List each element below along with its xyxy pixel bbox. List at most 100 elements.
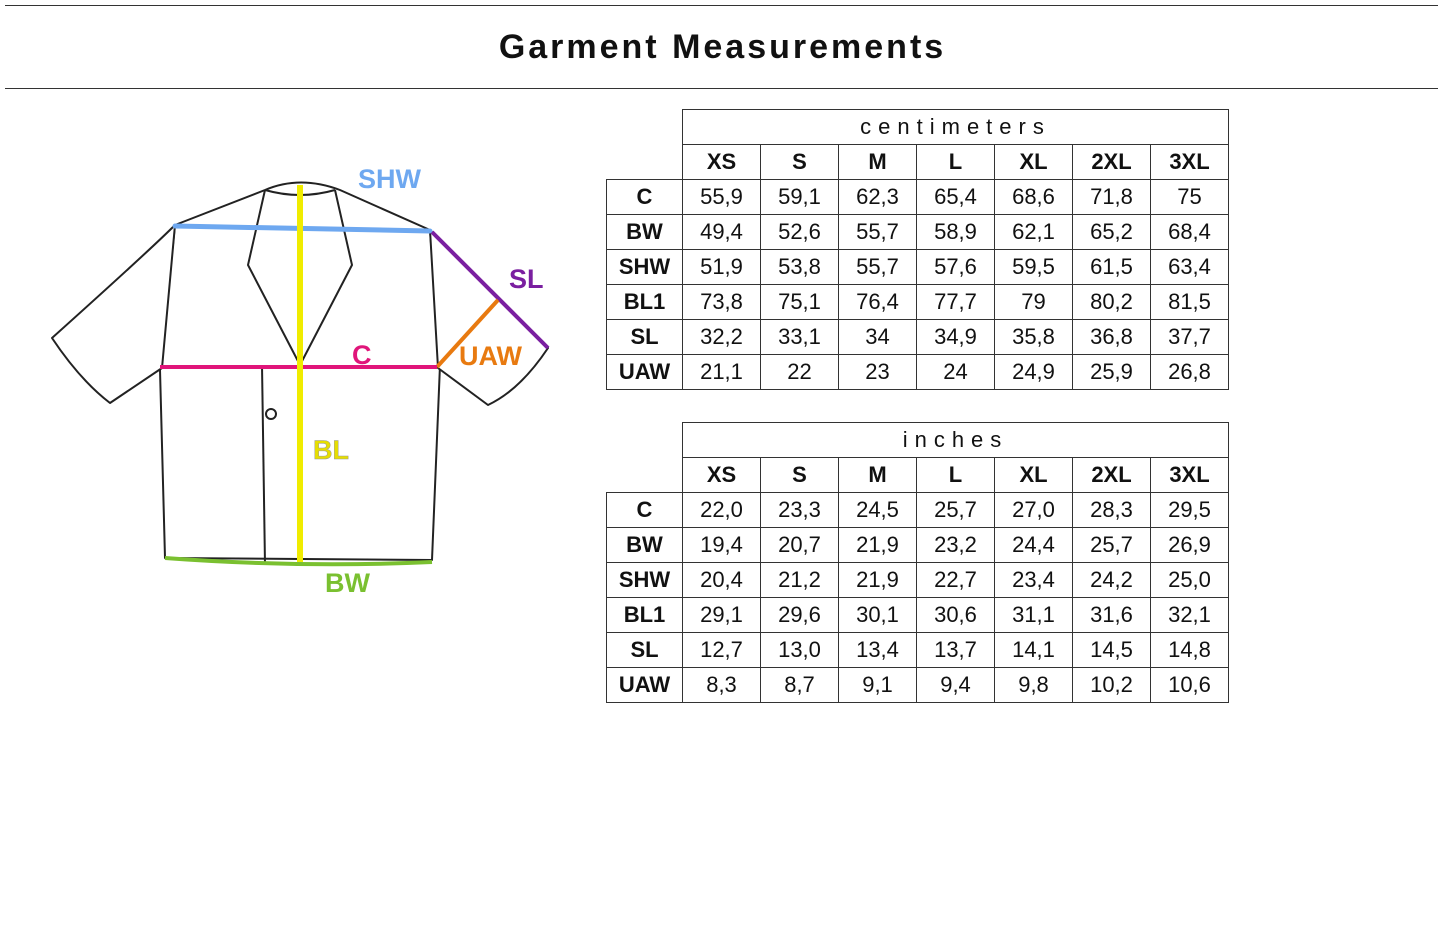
value-cell: 37,7 <box>1150 319 1229 355</box>
value-cell: 30,1 <box>838 597 917 633</box>
value-cell: 52,6 <box>760 214 839 250</box>
value-cell: 29,5 <box>1150 492 1229 528</box>
sl-line <box>430 230 550 350</box>
left-sleeve <box>51 224 176 404</box>
value-cell: 75 <box>1150 179 1229 215</box>
value-cell: 32,2 <box>682 319 761 355</box>
value-cell: 68,4 <box>1150 214 1229 250</box>
row-label: BL1 <box>606 597 683 633</box>
empty-cell <box>607 423 683 458</box>
value-cell: 49,4 <box>682 214 761 250</box>
value-cell: 28,3 <box>1072 492 1151 528</box>
value-cell: 10,2 <box>1072 667 1151 703</box>
value-cell: 55,7 <box>838 214 917 250</box>
value-cell: 24,5 <box>838 492 917 528</box>
value-cell: 30,6 <box>916 597 995 633</box>
value-cell: 26,8 <box>1150 354 1229 390</box>
row-label: C <box>606 492 683 528</box>
value-cell: 21,1 <box>682 354 761 390</box>
value-cell: 9,1 <box>838 667 917 703</box>
size-header: S <box>760 457 839 493</box>
size-header: 3XL <box>1150 144 1229 180</box>
value-cell: 25,0 <box>1150 562 1229 598</box>
value-cell: 31,6 <box>1072 597 1151 633</box>
page-title: Garment Measurements <box>498 28 947 66</box>
value-cell: 34,9 <box>916 319 995 355</box>
empty-cell <box>607 110 683 145</box>
size-header: XS <box>682 457 761 493</box>
value-cell: 23 <box>838 354 917 390</box>
value-cell: 55,7 <box>838 249 917 285</box>
value-cell: 23,4 <box>994 562 1073 598</box>
value-cell: 59,5 <box>994 249 1073 285</box>
value-cell: 21,2 <box>760 562 839 598</box>
value-cell: 10,6 <box>1150 667 1229 703</box>
size-header: 2XL <box>1072 457 1151 493</box>
empty-cell <box>607 458 683 493</box>
size-header: S <box>760 144 839 180</box>
value-cell: 32,1 <box>1150 597 1229 633</box>
size-header: 3XL <box>1150 457 1229 493</box>
value-cell: 25,7 <box>1072 527 1151 563</box>
value-cell: 62,3 <box>838 179 917 215</box>
row-label: SL <box>606 319 683 355</box>
value-cell: 14,1 <box>994 632 1073 668</box>
value-cell: 13,0 <box>760 632 839 668</box>
value-cell: 35,8 <box>994 319 1073 355</box>
value-cell: 24 <box>916 354 995 390</box>
value-cell: 8,3 <box>682 667 761 703</box>
size-header: M <box>838 457 917 493</box>
value-cell: 14,8 <box>1150 632 1229 668</box>
unit-row: inches <box>607 422 1229 458</box>
row-label: SHW <box>606 249 683 285</box>
value-cell: 22,0 <box>682 492 761 528</box>
row-label: UAW <box>606 354 683 390</box>
value-cell: 22,7 <box>916 562 995 598</box>
row-label: SL <box>606 632 683 668</box>
label-uaw: UAW <box>459 341 522 371</box>
size-header: XL <box>994 144 1073 180</box>
value-cell: 55,9 <box>682 179 761 215</box>
row-label: SHW <box>606 562 683 598</box>
value-cell: 68,6 <box>994 179 1073 215</box>
value-cell: 57,6 <box>916 249 995 285</box>
value-cell: 25,7 <box>916 492 995 528</box>
value-cell: 21,9 <box>838 527 917 563</box>
value-cell: 24,9 <box>994 354 1073 390</box>
value-cell: 73,8 <box>682 284 761 320</box>
uaw-line <box>435 298 500 369</box>
value-cell: 33,1 <box>760 319 839 355</box>
value-cell: 31,1 <box>994 597 1073 633</box>
value-cell: 9,4 <box>916 667 995 703</box>
size-header: XS <box>682 144 761 180</box>
value-cell: 65,4 <box>916 179 995 215</box>
value-cell: 81,5 <box>1150 284 1229 320</box>
top-rule <box>5 5 1438 6</box>
size-header: M <box>838 144 917 180</box>
row-label: BW <box>606 214 683 250</box>
label-shw: SHW <box>358 164 421 194</box>
value-cell: 51,9 <box>682 249 761 285</box>
value-cell: 77,7 <box>916 284 995 320</box>
value-cell: 29,6 <box>760 597 839 633</box>
value-cell: 58,9 <box>916 214 995 250</box>
value-cell: 34 <box>838 319 917 355</box>
size-header: XL <box>994 457 1073 493</box>
title-rule <box>5 88 1438 89</box>
size-header: L <box>916 144 995 180</box>
unit-row: centimeters <box>607 109 1229 145</box>
